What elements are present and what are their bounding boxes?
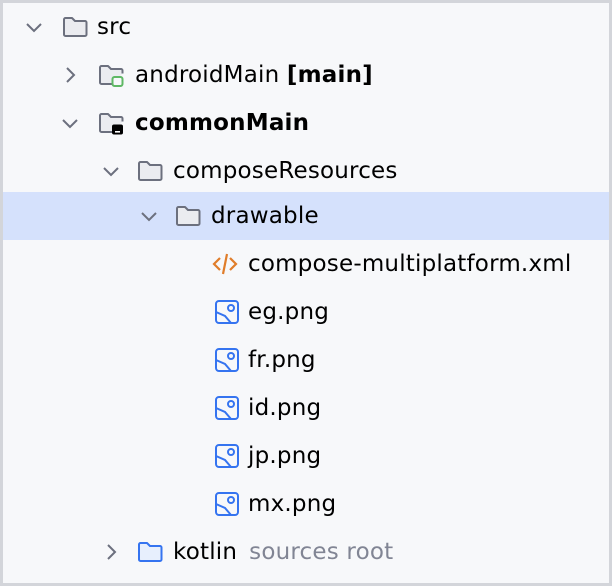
- image-file-icon: [215, 444, 239, 468]
- android-source-folder-icon: [99, 65, 124, 87]
- tree-row-label: androidMain: [135, 62, 280, 88]
- tree-row-drawable[interactable]: drawable: [3, 192, 609, 240]
- tree-row-label: src: [97, 14, 132, 40]
- chevron-down-icon[interactable]: [99, 159, 123, 183]
- image-file-icon: [215, 396, 239, 420]
- source-set-suffix: [main]: [286, 62, 373, 88]
- chevron-down-icon[interactable]: [137, 204, 161, 228]
- tree-row-id-png[interactable]: id.png: [3, 384, 609, 432]
- tree-row-src[interactable]: src: [3, 3, 609, 51]
- tree-row-label: id.png: [248, 395, 322, 421]
- tree-row-label: commonMain: [135, 110, 310, 136]
- folder-icon: [63, 17, 88, 37]
- tree-row-label: compose-multiplatform.xml: [248, 251, 572, 277]
- tree-row-kotlin[interactable]: kotlin sources root: [3, 528, 609, 576]
- tree-row-commonmain[interactable]: commonMain: [3, 99, 609, 147]
- folder-icon: [138, 161, 163, 181]
- tree-row-label: drawable: [211, 203, 319, 229]
- tree-row-composeresources[interactable]: composeResources: [3, 147, 609, 195]
- tree-row-mx-png[interactable]: mx.png: [3, 480, 609, 528]
- tree-row-label: jp.png: [248, 443, 322, 469]
- xml-file-icon: [212, 253, 238, 275]
- tree-row-compose-multiplatform-xml[interactable]: compose-multiplatform.xml: [3, 240, 609, 288]
- tree-row-label: eg.png: [248, 299, 330, 325]
- image-file-icon: [215, 492, 239, 516]
- tree-row-label: mx.png: [248, 491, 337, 517]
- tree-row-label: composeResources: [173, 158, 398, 184]
- chevron-right-icon[interactable]: [58, 63, 82, 87]
- tree-row-fr-png[interactable]: fr.png: [3, 336, 609, 384]
- chevron-down-icon[interactable]: [58, 111, 82, 135]
- chevron-down-icon[interactable]: [22, 15, 46, 39]
- tree-row-eg-png[interactable]: eg.png: [3, 288, 609, 336]
- image-file-icon: [215, 348, 239, 372]
- tree-row-jp-png[interactable]: jp.png: [3, 432, 609, 480]
- tree-row-label: kotlin: [173, 539, 238, 565]
- source-root-folder-icon: [138, 542, 163, 562]
- tree-row-androidmain[interactable]: androidMain [main]: [3, 51, 609, 99]
- common-source-folder-icon: [99, 113, 124, 135]
- tree-row-label: fr.png: [248, 347, 316, 373]
- sources-root-hint: sources root: [249, 539, 394, 565]
- folder-icon: [176, 206, 201, 226]
- chevron-right-icon[interactable]: [99, 540, 123, 564]
- image-file-icon: [215, 300, 239, 324]
